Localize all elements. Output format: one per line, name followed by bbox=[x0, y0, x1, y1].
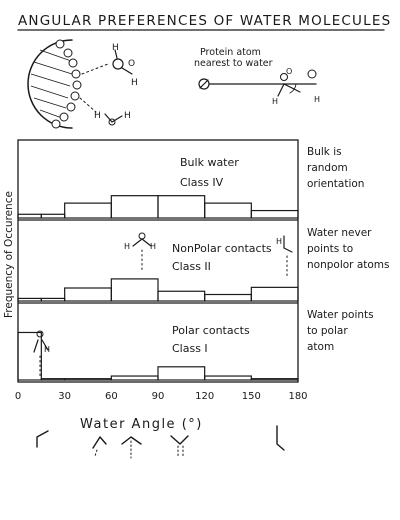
histogram-bar bbox=[250, 209, 299, 219]
histogram-bar bbox=[40, 213, 66, 219]
water-sketch-nonpolar-center: H H bbox=[124, 232, 156, 273]
surface-atoms bbox=[51, 39, 82, 129]
water-o-label: O bbox=[128, 59, 135, 69]
panel-2-note-line2: points to bbox=[307, 243, 353, 255]
page-title: ANGULAR PREFERENCES OF WATER MOLECULES bbox=[18, 13, 391, 29]
angle-glyph-180 bbox=[276, 425, 285, 451]
water-h-label: H bbox=[131, 78, 138, 88]
sketch-h-label: H bbox=[276, 237, 282, 246]
angle-glyph-90 bbox=[121, 436, 142, 445]
panel-1-label-line1: Bulk water bbox=[180, 156, 239, 169]
x-axis-label: Water Angle (°) bbox=[80, 417, 203, 432]
angle-h-label: H bbox=[272, 97, 278, 106]
histogram-bar bbox=[157, 195, 206, 219]
y-axis-label: Frequency of Occurence bbox=[3, 191, 15, 318]
x-tick-label: 180 bbox=[288, 391, 307, 402]
sketch-h-label: H bbox=[44, 345, 50, 354]
protein-atom-label-line2: nearest to water bbox=[194, 58, 273, 69]
histogram-bar bbox=[157, 290, 206, 302]
histogram-bar bbox=[17, 213, 42, 219]
histogram-bar bbox=[250, 378, 299, 381]
histogram-bar bbox=[250, 286, 299, 302]
histogram-bar bbox=[204, 293, 252, 302]
histogram-bar bbox=[110, 195, 159, 219]
panel-1-note-line2: random bbox=[307, 162, 348, 174]
panel-1-note-line3: orientation bbox=[307, 178, 364, 190]
water-sketch-polar: H bbox=[33, 330, 50, 377]
angle-glyph-120 bbox=[170, 435, 189, 445]
histogram-bar bbox=[110, 375, 159, 381]
histogram-bars bbox=[17, 195, 299, 381]
x-tick-label: 150 bbox=[242, 391, 261, 402]
x-tick-label: 0 bbox=[15, 391, 21, 402]
histogram-bar bbox=[64, 287, 112, 302]
histogram-bar bbox=[17, 331, 42, 381]
water-angle-inset: Protein atom nearest to water O H H bbox=[194, 47, 320, 106]
water-h-label: H bbox=[94, 111, 101, 121]
histogram-bar bbox=[204, 202, 252, 219]
histogram-bar bbox=[40, 378, 66, 381]
histogram-bar bbox=[204, 375, 252, 381]
angle-glyphs bbox=[36, 425, 285, 459]
panel-2-label-line1: NonPolar contacts bbox=[172, 242, 272, 255]
x-tick-label: 60 bbox=[105, 391, 118, 402]
angle-o-label: O bbox=[286, 67, 292, 76]
panel-3-note-line1: Water points bbox=[307, 309, 374, 321]
panel-2-note-line1: Water never bbox=[307, 227, 372, 239]
x-tick-label: 90 bbox=[152, 391, 165, 402]
angle-glyph-60 bbox=[92, 436, 107, 449]
panel-2-label-line2: Class II bbox=[172, 260, 211, 273]
histogram-bar bbox=[64, 378, 112, 381]
panel-3-label-line1: Polar contacts bbox=[172, 324, 250, 337]
panel-2-note-line3: nonpolor atoms bbox=[307, 259, 390, 271]
histogram-bar bbox=[17, 297, 42, 302]
histogram-bar bbox=[110, 278, 159, 302]
x-tick-label: 120 bbox=[195, 391, 214, 402]
angle-glyph-30 bbox=[36, 430, 49, 448]
protein-surface-inset: H O H H H bbox=[27, 39, 138, 129]
water-h-label: H bbox=[112, 43, 119, 53]
histogram-bar bbox=[64, 202, 112, 219]
x-tick-labels: 0 30 60 90 120 150 180 bbox=[15, 391, 308, 402]
sketch-h-label: H bbox=[124, 242, 130, 251]
panel-3-note-line3: atom bbox=[307, 341, 334, 353]
panel-1-label-line2: Class IV bbox=[180, 176, 224, 189]
surface-hatching bbox=[30, 49, 75, 119]
protein-atom-label-line1: Protein atom bbox=[200, 47, 261, 58]
panel-3-label-line2: Class I bbox=[172, 342, 208, 355]
sketch-h-label: H bbox=[150, 242, 156, 251]
histogram-bar bbox=[157, 366, 206, 381]
histogram-bar bbox=[40, 297, 66, 302]
x-tick-label: 30 bbox=[58, 391, 71, 402]
water-sketch-nonpolar-right: H bbox=[276, 235, 293, 277]
angle-h-label: H bbox=[314, 95, 320, 104]
panel-3-note-line2: to polar bbox=[307, 325, 348, 337]
chart-frame bbox=[17, 139, 299, 383]
panel-1-note-line1: Bulk is bbox=[307, 146, 342, 158]
water-h-label: H bbox=[124, 111, 131, 121]
